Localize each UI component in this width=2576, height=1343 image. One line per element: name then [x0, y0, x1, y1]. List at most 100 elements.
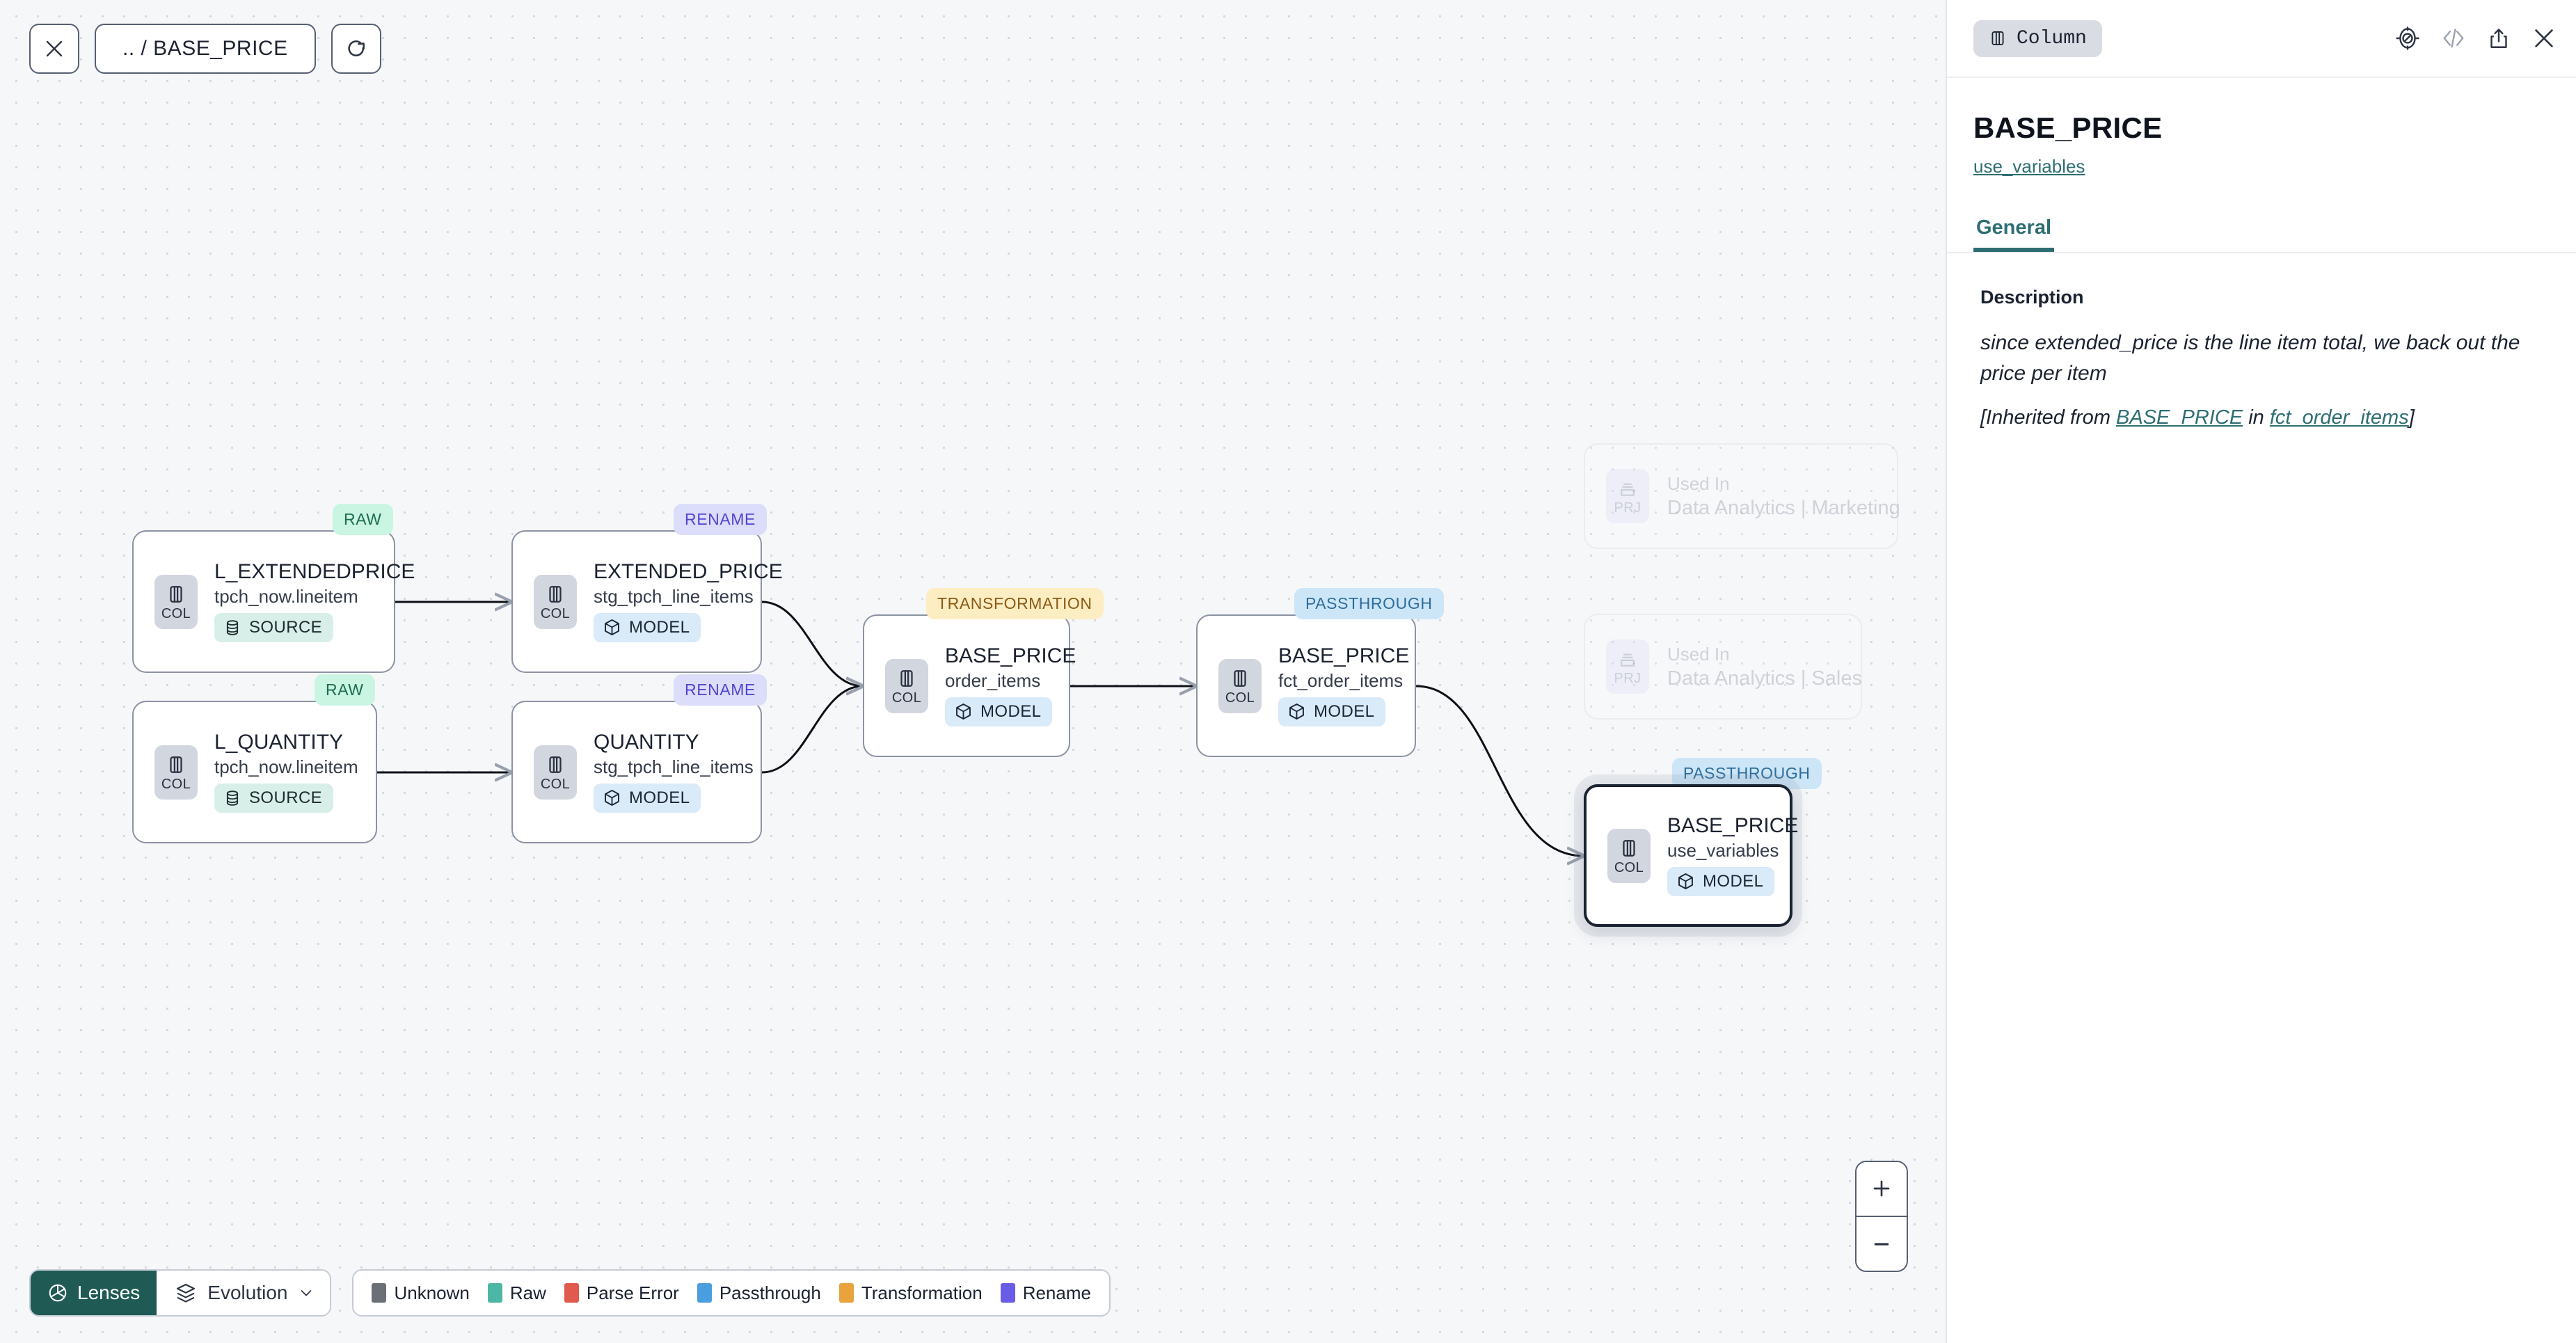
project-type-badge: PRJ [1606, 639, 1649, 694]
inherited-from-note: [Inherited from BASE_PRICE in fct_order_… [1980, 406, 2534, 429]
legend-item[interactable]: Unknown [372, 1282, 470, 1304]
used-in-project: Data Analytics | Sales [1667, 667, 1862, 690]
parent-model-link[interactable]: use_variables [1973, 156, 2085, 177]
legend-label: Passthrough [719, 1282, 821, 1303]
node-subtitle: tpch_now.lineitem [214, 756, 358, 777]
column-icon [549, 585, 562, 603]
node-title: L_EXTENDEDPRICE [214, 560, 415, 584]
legend-label: Parse Error [586, 1282, 679, 1303]
node-status-badge: RENAME [674, 674, 768, 706]
node-kind-label: MODEL [1703, 871, 1764, 891]
compass-icon[interactable] [2395, 26, 2420, 51]
legend-swatch [697, 1283, 712, 1303]
column-icon [1991, 31, 2004, 46]
node-type-label: COL [161, 605, 191, 621]
description-heading: Description [1980, 287, 2084, 308]
node-kind-pill: MODEL [945, 697, 1053, 726]
page-title: BASE_PRICE [1973, 111, 2163, 144]
legend-item[interactable]: Transformation [838, 1282, 983, 1304]
chevron-down-icon [301, 1290, 312, 1296]
tab-general[interactable]: General [1973, 216, 2054, 252]
share-icon[interactable] [2487, 26, 2511, 50]
details-panel: Column [1946, 0, 2576, 1343]
node-kind-pill: MODEL [594, 612, 701, 642]
description-section: Description since extended_price is the … [1947, 253, 2576, 429]
zoom-out-button[interactable] [1857, 1217, 1907, 1271]
column-icon [549, 756, 562, 773]
project-icon [1621, 483, 1635, 496]
inherited-column-link[interactable]: BASE_PRICE [2116, 406, 2243, 429]
refresh-icon [347, 40, 365, 56]
node-type-badge: COL [534, 574, 577, 629]
node-type-badge: COL [534, 745, 577, 800]
node-subtitle: order_items [945, 669, 1041, 691]
node-type-label: COL [540, 605, 571, 621]
node-kind-label: MODEL [629, 617, 690, 637]
evolution-dropdown[interactable]: Evolution [157, 1271, 331, 1315]
legend-item[interactable]: Passthrough [697, 1282, 821, 1304]
node-kind-label: MODEL [980, 701, 1042, 721]
legend-item[interactable]: Parse Error [564, 1282, 679, 1304]
inherit-mid: in [2243, 406, 2270, 429]
node-type-badge: COL [1607, 828, 1651, 883]
close-button[interactable] [29, 24, 79, 74]
legend-item[interactable]: Rename [1000, 1282, 1091, 1304]
node-status-badge: TRANSFORMATION [926, 588, 1104, 619]
node-title: BASE_PRICE [1278, 644, 1410, 668]
layers-icon [177, 1283, 196, 1303]
node-type-label: COL [161, 776, 191, 792]
used-in-project: Data Analytics | Marketing [1667, 496, 1900, 519]
node-kind-pill: SOURCE [214, 783, 334, 813]
node-title: BASE_PRICE [945, 644, 1076, 668]
zoom-in-button[interactable] [1857, 1161, 1907, 1216]
legend-item[interactable]: Raw [487, 1282, 546, 1304]
entity-type-chip[interactable]: Column [1973, 19, 2102, 57]
inherited-model-link[interactable]: fct_order_items [2269, 406, 2409, 429]
aperture-icon [49, 1284, 67, 1302]
node-kind-pill: MODEL [594, 783, 701, 813]
node-subtitle: stg_tpch_line_items [594, 585, 754, 607]
node-kind-label: MODEL [1314, 701, 1375, 721]
node-kind-pill: MODEL [1667, 866, 1775, 896]
node-type-label: COL [891, 690, 922, 706]
legend-label: Rename [1022, 1282, 1091, 1303]
inherit-suffix: ] [2408, 406, 2415, 429]
node-subtitle: fct_order_items [1278, 669, 1404, 691]
description-body: since extended_price is the line item to… [1980, 331, 2520, 385]
entity-type-label: Column [2017, 27, 2087, 49]
node-subtitle: use_variables [1667, 839, 1779, 861]
node-subtitle: stg_tpch_line_items [594, 756, 754, 777]
node-kind-label: MODEL [629, 788, 690, 807]
lenses-button[interactable]: Lenses [31, 1271, 157, 1315]
project-type-label: PRJ [1614, 500, 1641, 516]
node-type-badge: COL [154, 574, 198, 629]
column-icon [1234, 669, 1246, 687]
breadcrumb[interactable]: .. / BASE_PRICE [95, 24, 316, 74]
parent-model-link-wrap: use_variables [1947, 145, 2576, 177]
node-type-label: COL [540, 776, 571, 792]
code-icon[interactable] [2441, 26, 2466, 51]
node-kind-label: SOURCE [249, 788, 323, 807]
legend-label: Transformation [861, 1282, 983, 1303]
legend-swatch [1000, 1283, 1015, 1303]
refresh-button[interactable] [331, 24, 381, 74]
cube-icon [1289, 704, 1304, 720]
database-icon [226, 790, 239, 806]
close-icon[interactable] [2531, 26, 2557, 51]
panel-header: Column [1947, 0, 2576, 78]
